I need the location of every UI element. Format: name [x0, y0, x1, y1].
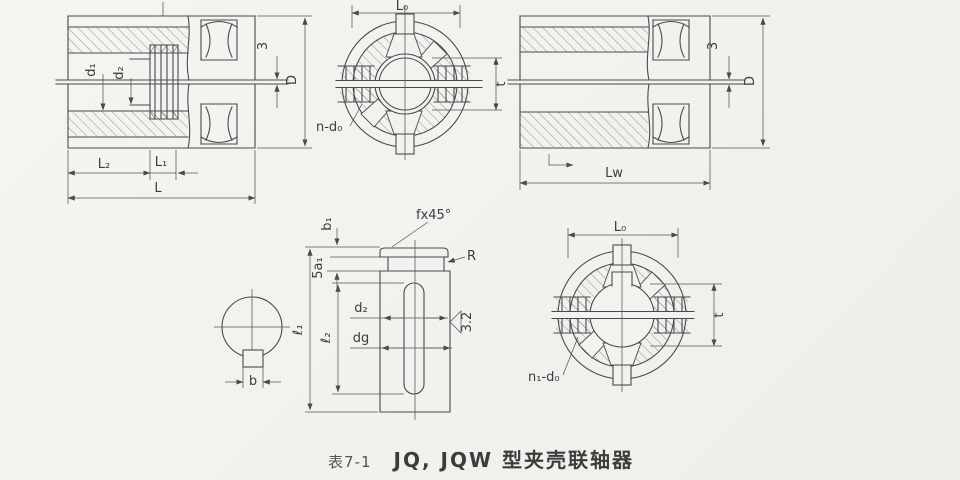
figure-caption: 表7-1 JQ, JQW 型夹壳联轴器 — [328, 444, 634, 473]
dim-label-Lw: Lw — [605, 166, 623, 181]
dim-label-D-front: D — [285, 75, 300, 85]
dim-label-d1: d₁ — [84, 63, 99, 76]
dim-label-t-end: t — [494, 81, 509, 86]
dim-label-dg: dg — [353, 331, 370, 346]
dim-label-roughness: 3.2 — [460, 312, 475, 333]
front-section-view: d₁ d₂ 3 D L₂ L₁ L — [55, 2, 312, 204]
keyed-end-view: L₀ t n₁-d₀ — [528, 220, 727, 392]
key-section-view: b — [214, 289, 290, 389]
side-section-view: 3 D Lw — [507, 15, 770, 190]
dim-label-gap3-side: 3 — [706, 42, 721, 50]
table-number: 表7-1 — [328, 453, 372, 471]
sleeve-detail-view: ℓ₁ ℓ₂ b₁ 5a₁ d₂ dg fx45° R 3.2 — [291, 208, 476, 420]
dim-label-L0-end: L₀ — [396, 0, 408, 14]
dim-label-L2: L₂ — [98, 157, 110, 172]
dim-label-bolt-holes-keyed: n₁-d₀ — [528, 370, 560, 385]
dim-label-b1: b₁ — [320, 217, 335, 230]
dim-label-chamfer: fx45° — [416, 208, 451, 223]
dim-label-radius: R — [467, 249, 476, 264]
dim-label-b: b — [249, 374, 257, 389]
dim-label-bolt-holes: n-d₀ — [316, 120, 342, 135]
dim-label-d2-sleeve: d₂ — [354, 301, 367, 316]
dim-label-l2: ℓ₂ — [319, 333, 334, 345]
figure-title: JQ, JQW 型夹壳联轴器 — [393, 448, 634, 472]
dim-label-gap3-front: 3 — [256, 42, 271, 50]
dim-label-L1: L₁ — [155, 155, 167, 170]
dim-label-L: L — [154, 181, 162, 196]
dim-label-d2-front: d₂ — [112, 66, 127, 79]
dim-label-t-keyed: t — [712, 312, 727, 317]
dim-label-l1: ℓ₁ — [291, 325, 306, 337]
dim-label-a1: 5a₁ — [311, 257, 326, 278]
dim-label-L0-keyed: L₀ — [614, 220, 626, 235]
dim-label-D-side: D — [743, 76, 758, 86]
end-view: L₀ t n-d₀ — [316, 0, 509, 160]
